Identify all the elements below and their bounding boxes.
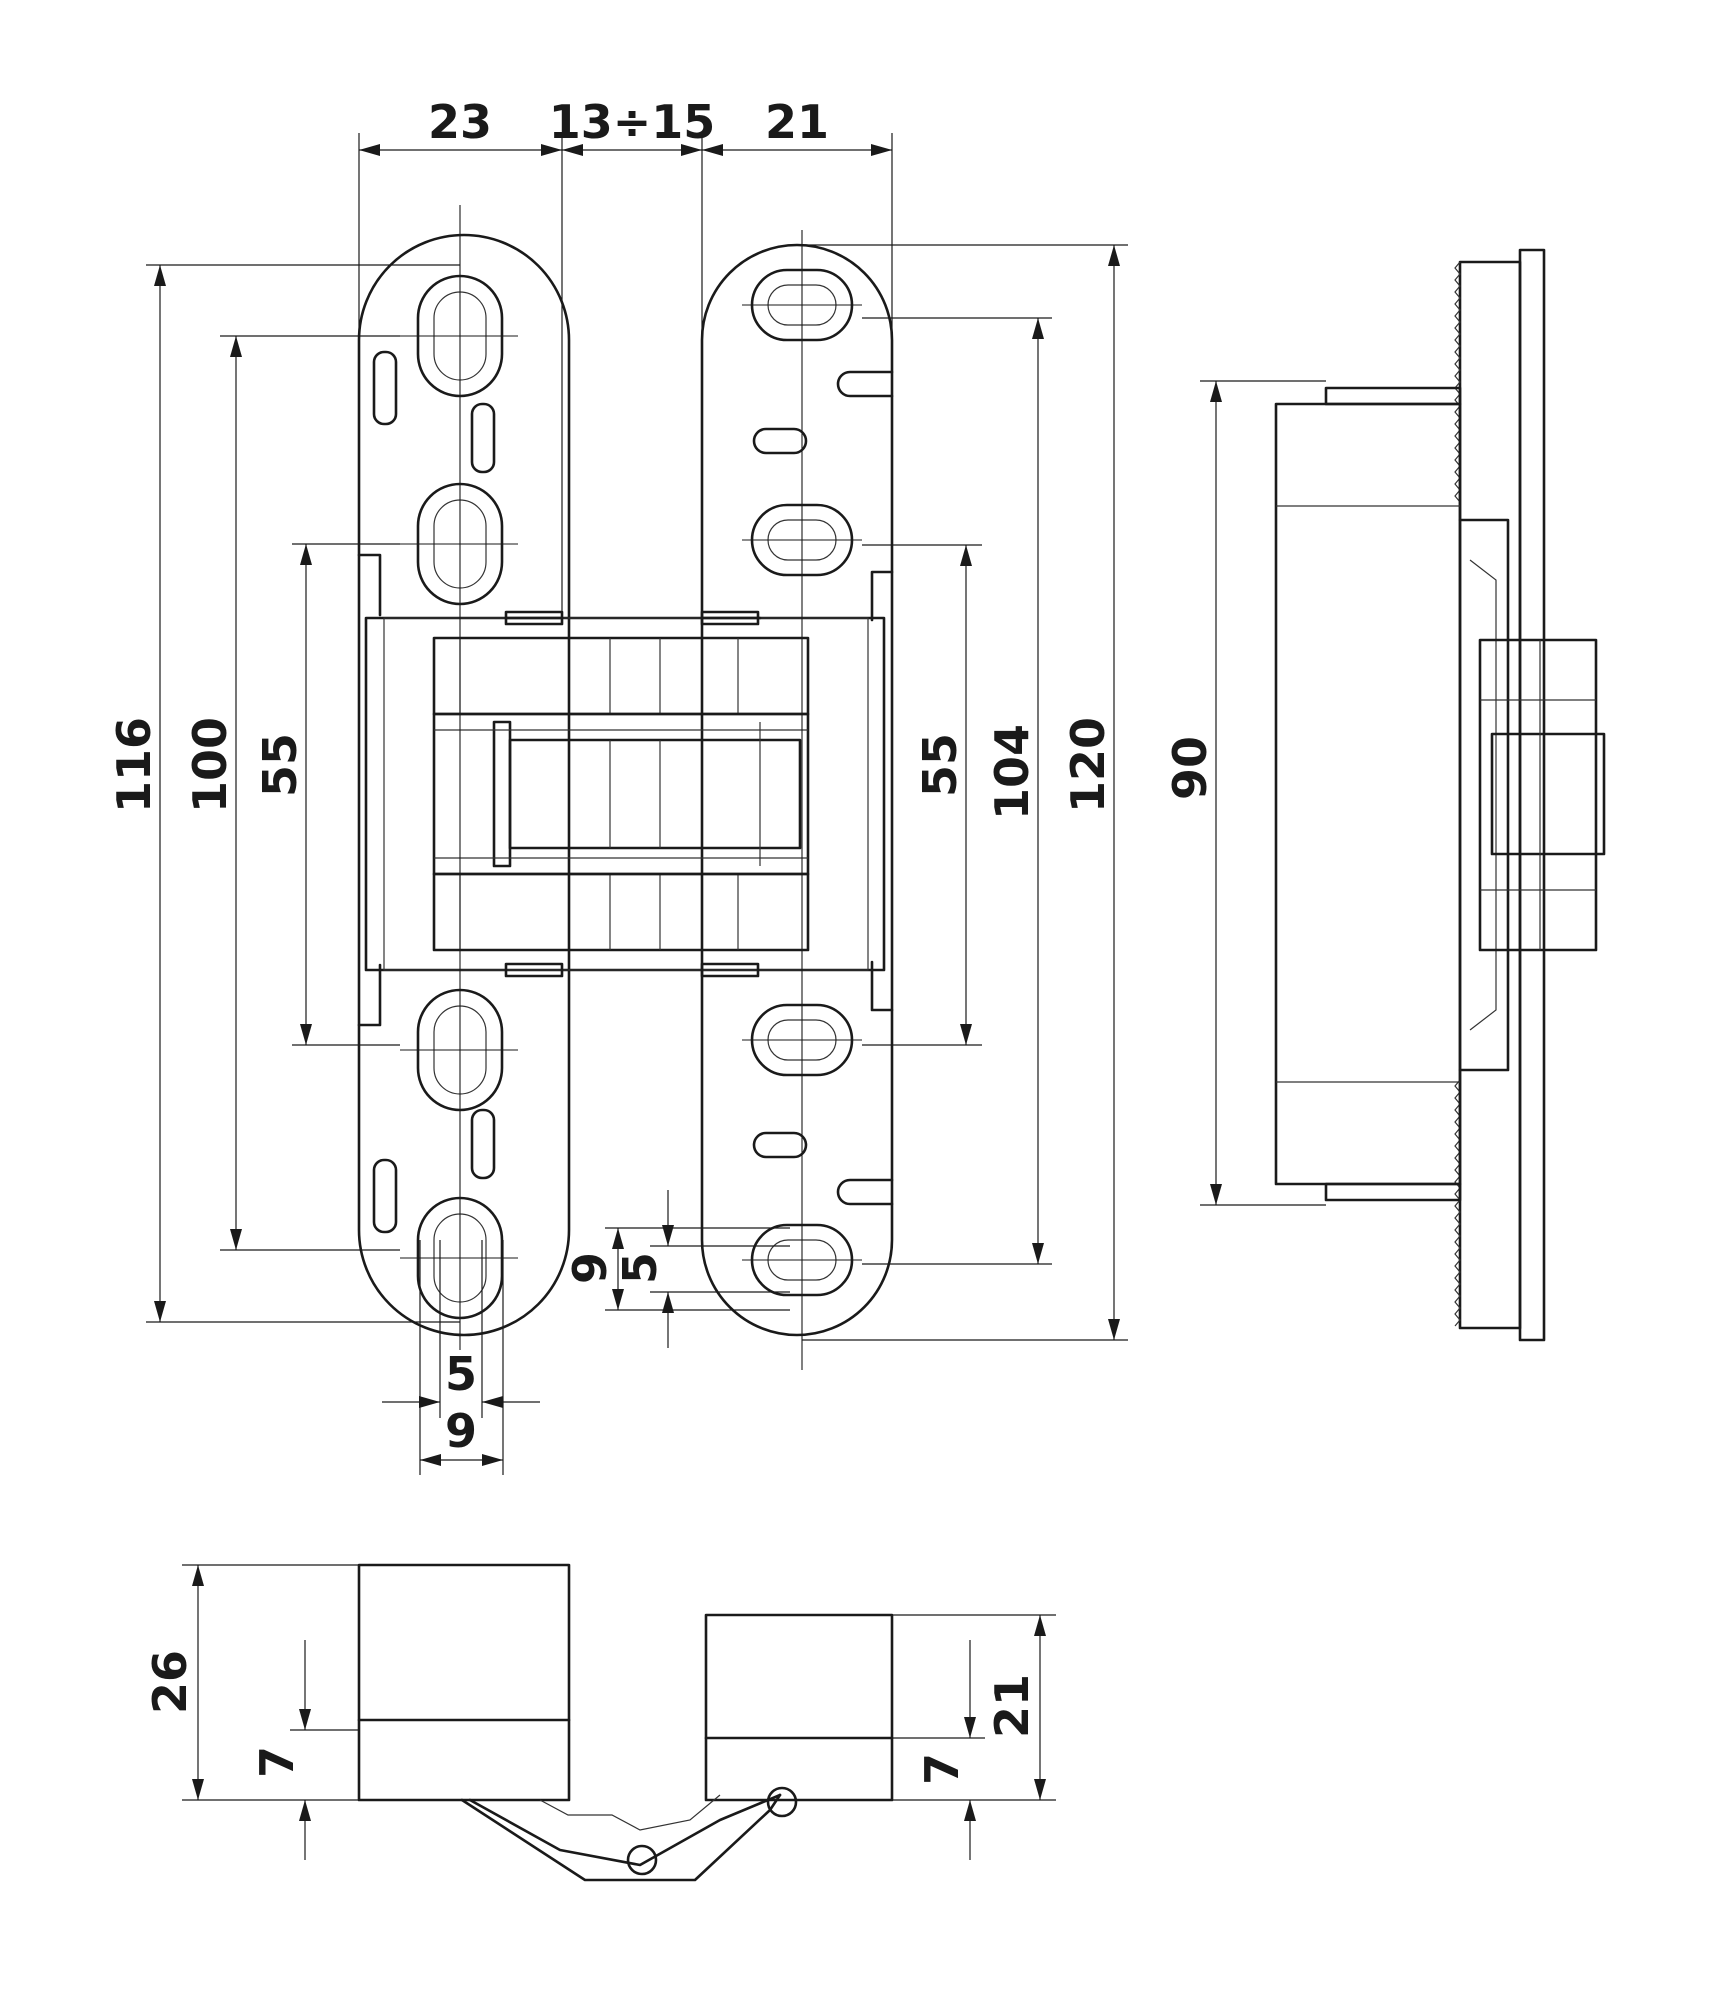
dim-label-right-slot-9: 9 bbox=[563, 1252, 617, 1284]
dim-label-bottom-5: 5 bbox=[445, 1347, 477, 1401]
bottom-view bbox=[357, 1563, 894, 1882]
dim-label-left-55: 55 bbox=[253, 733, 307, 797]
dim-label-lower-21: 21 bbox=[985, 1674, 1039, 1738]
dim-label-right-104: 104 bbox=[985, 724, 1039, 820]
dim-label-lower-left-7: 7 bbox=[250, 1746, 304, 1778]
hinge-body bbox=[364, 610, 886, 978]
dim-label-left-100: 100 bbox=[183, 717, 237, 813]
dim-label-top-gap: 13÷15 bbox=[549, 95, 716, 149]
dim-label-top-left: 23 bbox=[428, 95, 492, 149]
dim-label-right-55: 55 bbox=[913, 733, 967, 797]
dim-label-right-120: 120 bbox=[1061, 717, 1115, 813]
dim-label-right-slot-5: 5 bbox=[613, 1252, 667, 1284]
side-view bbox=[1274, 248, 1606, 1342]
dim-label-bottom-9: 9 bbox=[445, 1404, 477, 1458]
left-leaf bbox=[357, 233, 571, 1337]
dim-label-top-right: 21 bbox=[765, 95, 829, 149]
center-lines bbox=[400, 205, 862, 1370]
dim-label-lower-26: 26 bbox=[143, 1650, 197, 1714]
dim-label-side-90: 90 bbox=[1163, 736, 1217, 800]
dimension-labels: 23 13÷15 21 116 100 55 55 104 120 90 5 9… bbox=[107, 95, 1217, 1785]
dim-label-left-116: 116 bbox=[107, 717, 161, 813]
right-leaf bbox=[700, 243, 894, 1337]
dim-label-lower-right-7: 7 bbox=[915, 1753, 969, 1785]
dimension-lines bbox=[146, 133, 1326, 1860]
